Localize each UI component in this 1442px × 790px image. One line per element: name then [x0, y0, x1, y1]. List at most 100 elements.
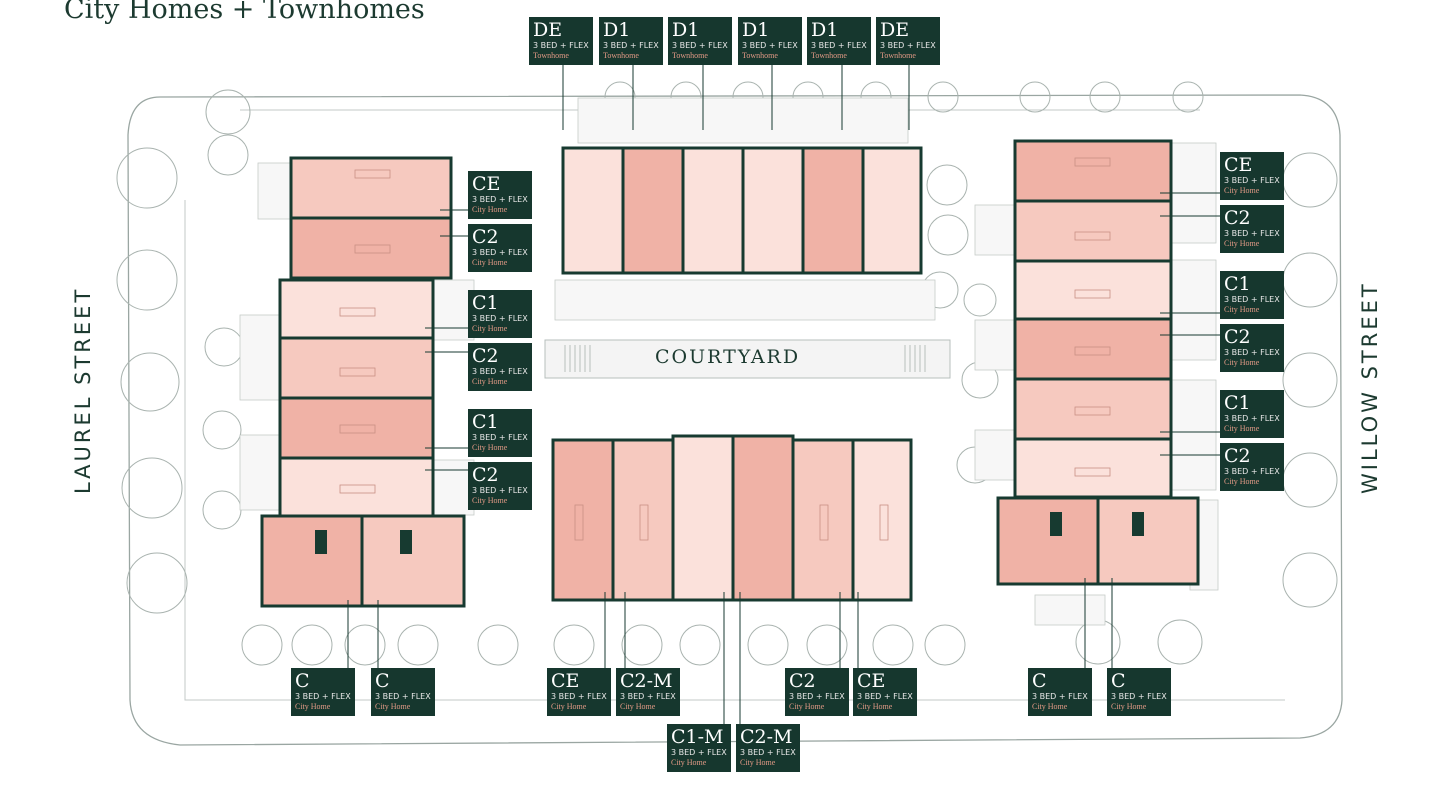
unit-code: C2-M — [620, 670, 673, 692]
unit-beds: 3 BED + FLEX — [472, 486, 528, 495]
unit-code: C — [1111, 670, 1126, 692]
unit-kind: City Home — [472, 377, 508, 386]
unit-code: CE — [857, 670, 886, 692]
unit-code: C1 — [472, 292, 499, 314]
unit-kind: City Home — [1224, 305, 1260, 314]
unit-beds: 3 BED + FLEX — [742, 41, 798, 50]
unit-beds: 3 BED + FLEX — [1224, 176, 1280, 185]
unit-beds: 3 BED + FLEX — [472, 195, 528, 204]
unit-kind: City Home — [375, 702, 411, 711]
unit-kind: City Home — [671, 758, 707, 767]
unit-beds: 3 BED + FLEX — [1032, 692, 1088, 701]
unit-kind: City Home — [472, 258, 508, 267]
courtyard-label: COURTYARD — [655, 346, 801, 368]
street-label-right: WILLOW STREET — [1358, 281, 1382, 494]
unit-code: D1 — [603, 19, 631, 41]
unit-kind: Townhome — [672, 51, 708, 60]
unit-kind: City Home — [1224, 239, 1260, 248]
unit-beds: 3 BED + FLEX — [789, 692, 845, 701]
unit-beds: 3 BED + FLEX — [671, 748, 727, 757]
unit-kind: Townhome — [533, 51, 569, 60]
unit-beds: 3 BED + FLEX — [472, 314, 528, 323]
page-title: City Homes + Townhomes — [64, 0, 425, 25]
unit-kind: City Home — [1224, 186, 1260, 195]
unit-code: D1 — [742, 19, 770, 41]
unit-code: C2 — [472, 226, 499, 248]
unit-code: CE — [551, 670, 580, 692]
unit-kind: City Home — [551, 702, 587, 711]
unit-code: D1 — [811, 19, 839, 41]
unit-code: C1 — [1224, 273, 1251, 295]
units-bottom — [551, 434, 913, 602]
unit-code: DE — [880, 19, 910, 41]
leader-lines — [347, 65, 1220, 724]
unit-code: C1 — [472, 411, 499, 433]
unit-kind: City Home — [620, 702, 656, 711]
unit-kind: City Home — [1224, 358, 1260, 367]
unit-kind: City Home — [472, 496, 508, 505]
unit-code: DE — [533, 19, 563, 41]
unit-kind: Townhome — [603, 51, 639, 60]
unit-beds: 3 BED + FLEX — [1224, 229, 1280, 238]
unit-kind: City Home — [295, 702, 331, 711]
unit-beds: 3 BED + FLEX — [295, 692, 351, 701]
courtyard-band — [544, 339, 951, 379]
unit-code: C2 — [472, 464, 499, 486]
unit-beds: 3 BED + FLEX — [1111, 692, 1167, 701]
unit-code: C2-M — [740, 726, 793, 748]
unit-beds: 3 BED + FLEX — [603, 41, 659, 50]
unit-code: C2 — [789, 670, 816, 692]
unit-kind: Townhome — [880, 51, 916, 60]
unit-beds: 3 BED + FLEX — [551, 692, 607, 701]
street-label-left: LAUREL STREET — [71, 286, 95, 494]
unit-kind: City Home — [740, 758, 776, 767]
unit-code: C2 — [472, 345, 499, 367]
units-top — [561, 146, 923, 275]
unit-kind: City Home — [1224, 424, 1260, 433]
unit-beds: 3 BED + FLEX — [740, 748, 796, 757]
unit-kind: Townhome — [811, 51, 847, 60]
unit-kind: Townhome — [742, 51, 778, 60]
unit-kind: City Home — [857, 702, 893, 711]
unit-kind: City Home — [789, 702, 825, 711]
unit-beds: 3 BED + FLEX — [811, 41, 867, 50]
unit-beds: 3 BED + FLEX — [857, 692, 913, 701]
unit-beds: 3 BED + FLEX — [1224, 295, 1280, 304]
unit-kind: City Home — [472, 443, 508, 452]
unit-beds: 3 BED + FLEX — [1224, 467, 1280, 476]
unit-code: C2 — [1224, 326, 1251, 348]
unit-beds: 3 BED + FLEX — [1224, 414, 1280, 423]
unit-kind: City Home — [1032, 702, 1068, 711]
unit-beds: 3 BED + FLEX — [880, 41, 936, 50]
unit-code: C2 — [1224, 207, 1251, 229]
